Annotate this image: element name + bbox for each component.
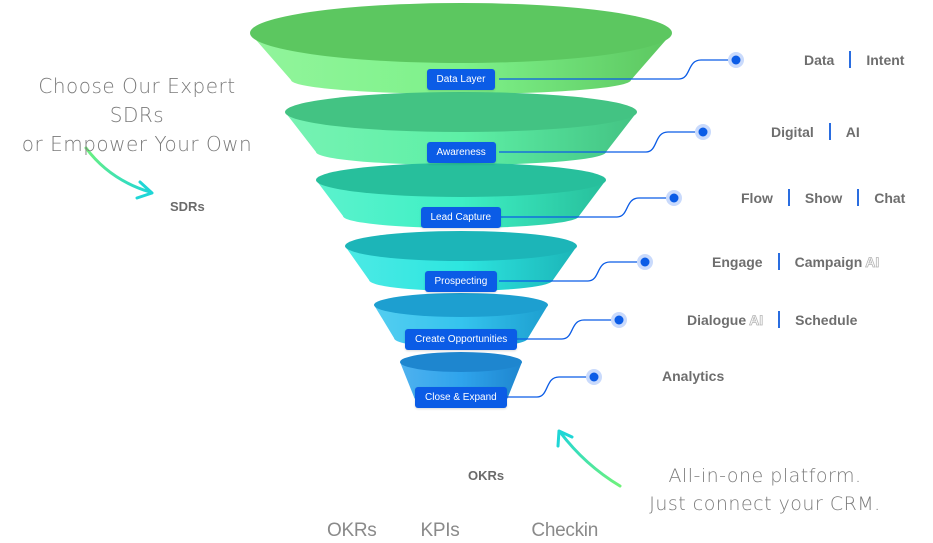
connector-dot bbox=[669, 193, 679, 203]
funnel-layer-top bbox=[250, 3, 672, 63]
connector-dot bbox=[640, 257, 650, 267]
tab-okrs[interactable]: OKRs bbox=[327, 520, 377, 541]
arrow-to-funnel bbox=[558, 430, 622, 488]
platform-annotation: All-in-one platform. Just connect your C… bbox=[640, 462, 890, 518]
sdr-annotation: Choose Our Expert SDRs or Empower Your O… bbox=[12, 72, 262, 159]
feature-item[interactable]: Engage bbox=[712, 253, 763, 270]
stage-label-4[interactable]: Prospecting bbox=[424, 271, 498, 292]
feature-item[interactable]: Dialogue bbox=[687, 311, 747, 328]
sdr-annotation-line-1: Choose Our Expert SDRs bbox=[38, 74, 236, 127]
connector-line bbox=[499, 59, 736, 80]
feature-separator bbox=[828, 123, 831, 140]
feature-item[interactable]: Analytics bbox=[662, 368, 725, 384]
stage-label-6[interactable]: Close & Expand bbox=[415, 387, 507, 408]
feature-item[interactable]: Chat bbox=[874, 189, 906, 206]
ai-badge: AI bbox=[865, 253, 880, 270]
funnel-layer-top bbox=[316, 163, 606, 197]
stage-features-3: Flow Show Chat bbox=[741, 189, 905, 206]
feature-item[interactable]: Digital bbox=[771, 123, 814, 140]
feature-separator bbox=[777, 253, 780, 270]
feature-item[interactable]: Flow bbox=[741, 189, 773, 206]
connector-line bbox=[499, 261, 645, 282]
connector-dot bbox=[614, 315, 624, 325]
feature-item[interactable]: Data bbox=[804, 51, 835, 68]
feature-item[interactable]: Schedule bbox=[795, 311, 858, 328]
connector-line bbox=[499, 319, 619, 340]
connector-dot bbox=[589, 372, 599, 382]
platform-annotation-line-1: All-in-one platform. bbox=[668, 465, 862, 487]
feature-separator bbox=[787, 189, 790, 206]
feature-separator bbox=[857, 189, 860, 206]
feature-item[interactable]: Show bbox=[804, 189, 843, 206]
sdr-annotation-line-2: or Empower Your Own bbox=[21, 132, 253, 156]
feature-separator bbox=[849, 51, 852, 68]
bottom-tabs: OKRs KPIs Checkin bbox=[327, 520, 642, 542]
connector-line bbox=[499, 376, 594, 398]
tab-kpis[interactable]: KPIs bbox=[420, 520, 460, 541]
stage-label-1[interactable]: Data Layer bbox=[426, 69, 496, 90]
funnel-layer-3 bbox=[316, 163, 606, 228]
connector-dot bbox=[698, 127, 708, 137]
funnel-layer-top bbox=[374, 293, 548, 317]
platform-annotation-line-2: Just connect your CRM. bbox=[649, 493, 881, 515]
ai-badge: AI bbox=[749, 311, 764, 328]
stage-label-3[interactable]: Lead Capture bbox=[420, 207, 502, 228]
feature-separator bbox=[778, 311, 781, 328]
connector-dot bbox=[731, 55, 741, 65]
funnel-layer-top bbox=[285, 92, 637, 132]
stage-features-2: Digital AI bbox=[771, 123, 860, 140]
stage-label-5[interactable]: Create Opportunities bbox=[405, 329, 518, 350]
stage-features-6: Analytics bbox=[662, 368, 724, 384]
connector-line bbox=[499, 131, 703, 153]
funnel-layer-top bbox=[345, 231, 577, 261]
feature-item[interactable]: AI bbox=[845, 123, 860, 140]
arrow-head-icon bbox=[556, 429, 574, 448]
feature-item[interactable]: Campaign bbox=[794, 253, 863, 270]
feature-item[interactable]: Intent bbox=[866, 51, 905, 68]
sdrs-label: SDRs bbox=[170, 199, 205, 214]
tab-checkin[interactable]: Checkin bbox=[531, 520, 598, 541]
arrow-to-sdrs bbox=[84, 146, 152, 194]
stage-label-2[interactable]: Awareness bbox=[426, 142, 496, 163]
stage-features-1: Data Intent bbox=[804, 51, 904, 68]
okrs-label: OKRs bbox=[468, 468, 505, 483]
funnel-layer-top bbox=[400, 352, 522, 372]
arrow-head-icon bbox=[135, 180, 154, 200]
connector-line bbox=[499, 197, 674, 218]
funnel-layer-4 bbox=[345, 231, 577, 291]
